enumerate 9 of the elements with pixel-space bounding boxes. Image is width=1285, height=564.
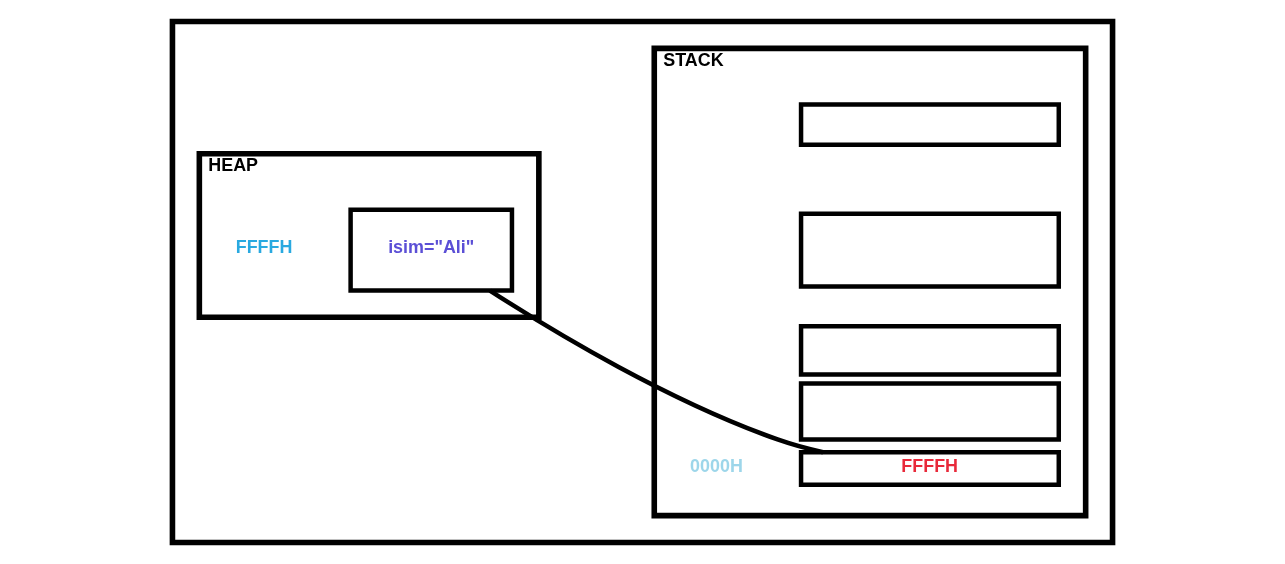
node-box — [798, 324, 1061, 377]
node-box — [798, 211, 1061, 289]
node-label: FFFFH — [235, 237, 293, 258]
node-box: FFFFH — [798, 450, 1061, 488]
node-label: 0000H — [690, 455, 743, 476]
cluster — [169, 18, 1116, 546]
node-box: isim="Ali" — [348, 207, 515, 293]
node-box — [798, 381, 1061, 442]
node-box — [798, 102, 1061, 147]
